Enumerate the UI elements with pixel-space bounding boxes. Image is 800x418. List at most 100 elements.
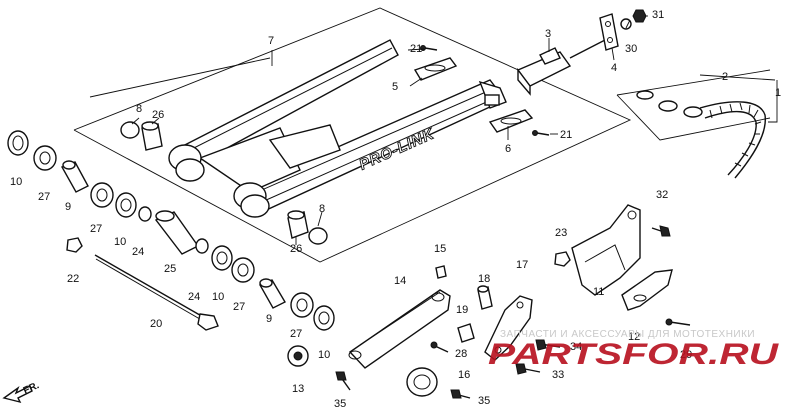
callout-c13: 13	[292, 383, 304, 395]
callout-c27a: 27	[38, 191, 50, 203]
bolt-34	[535, 339, 561, 351]
callout-c2: 2	[722, 71, 728, 83]
watermark-caption: ЗАПЧАСТИ И АКСЕССУАРЫ ДЛЯ МОТОТЕХНИКИ	[500, 329, 755, 340]
callout-c27b: 27	[90, 223, 102, 235]
callout-c20: 20	[150, 318, 162, 330]
callout-c9a: 9	[65, 201, 71, 213]
callout-c4: 4	[611, 62, 617, 74]
master-link	[636, 90, 703, 118]
leader-lines	[131, 15, 778, 245]
bushing-13	[287, 345, 309, 367]
watermark: ЗАПЧАСТИ И АКСЕССУАРЫ ДЛЯ МОТОТЕХНИКИ PA…	[488, 329, 780, 371]
callout-c3: 3	[545, 28, 551, 40]
callout-c10b: 10	[114, 236, 126, 248]
callout-c1: 1	[775, 87, 781, 99]
callout-c18: 18	[478, 273, 490, 285]
chain-guide	[571, 204, 641, 296]
watermark-logo: PARTSFOR.RU	[488, 338, 780, 371]
chain-roller	[406, 367, 438, 397]
oil-seal-10d	[313, 305, 335, 331]
callout-c19: 19	[456, 304, 468, 316]
callout-c10a: 10	[10, 176, 22, 188]
callout-c22: 22	[67, 273, 79, 285]
chain-slider	[348, 289, 451, 369]
callout-c24a: 24	[132, 246, 144, 258]
callout-c33: 33	[552, 369, 564, 381]
bolt-28	[430, 341, 449, 353]
callout-c24b: 24	[188, 291, 200, 303]
dust-seal-8b	[308, 227, 328, 245]
callout-c10d: 10	[318, 349, 330, 361]
callout-c11: 11	[593, 286, 604, 298]
front-direction-label: FR.	[22, 380, 41, 397]
collar-19	[457, 323, 475, 343]
nut-31	[632, 9, 647, 23]
nut-22	[66, 237, 83, 253]
chain-guide-block	[516, 39, 606, 96]
callout-c9b: 9	[266, 313, 272, 325]
callout-c27c: 27	[233, 301, 245, 313]
callout-c27d: 27	[290, 328, 302, 340]
nut-23	[554, 251, 571, 267]
washer-24b	[195, 238, 209, 254]
callout-labels: 1234567889910101010111213141516171819202…	[10, 9, 781, 410]
callout-c5: 5	[392, 81, 398, 93]
bolt-29	[665, 318, 691, 326]
callout-c23: 23	[555, 227, 567, 239]
callout-c14: 14	[394, 275, 406, 287]
callout-c28: 28	[455, 348, 467, 360]
callout-c30: 30	[625, 43, 637, 55]
callout-c21b: 21	[560, 129, 572, 141]
collar-9a	[60, 160, 89, 193]
callout-c17: 17	[516, 259, 528, 271]
bolt-35a	[335, 371, 351, 391]
oil-seal-10c	[211, 245, 233, 271]
chain-adjuster-right	[488, 109, 534, 133]
collar-9b	[259, 278, 286, 309]
bearing-27c	[231, 257, 255, 283]
callout-c12: 12	[628, 331, 640, 343]
callout-c7: 7	[268, 35, 274, 47]
bolt-33	[515, 363, 541, 375]
callout-c10c: 10	[212, 291, 224, 303]
dust-seal-8a	[120, 121, 140, 139]
callout-c21a: 21	[410, 43, 422, 55]
washer-24a	[138, 206, 152, 222]
callout-c32: 32	[656, 189, 668, 201]
callout-c29: 29	[680, 349, 692, 361]
chain-adjuster-left	[413, 57, 458, 81]
screw-21-lower	[532, 130, 550, 136]
screw-21-upper	[420, 45, 438, 51]
callout-c16: 16	[458, 369, 470, 381]
oil-seal-10a	[7, 130, 29, 156]
washer-30	[620, 18, 632, 30]
guide-slider-pad	[621, 269, 673, 311]
chain-bracket	[599, 13, 619, 51]
oil-seal-10b	[115, 192, 137, 218]
front-direction-arrow: FR.	[2, 380, 41, 404]
bearing-27b	[90, 182, 114, 208]
callout-c6: 6	[505, 143, 511, 155]
bolt-35b	[450, 389, 471, 399]
needle-bearing-26b	[287, 210, 309, 239]
needle-bearing-26a	[141, 121, 163, 151]
callout-c26b: 26	[290, 243, 302, 255]
bearing-27a	[33, 145, 57, 171]
swingarm-group-frame	[73, 7, 632, 263]
collar-18	[477, 285, 493, 310]
callout-c35a: 35	[334, 398, 346, 410]
drive-chain	[699, 101, 766, 179]
callout-c15: 15	[434, 243, 446, 255]
bearing-27d	[290, 292, 314, 318]
callout-c8b: 8	[319, 203, 325, 215]
clip-15	[435, 265, 447, 279]
callout-c34: 34	[570, 341, 582, 353]
pivot-collar-25	[154, 210, 200, 255]
swingarm: PRO-LINK	[168, 39, 507, 218]
callout-c35b: 35	[478, 395, 490, 407]
callout-c31: 31	[652, 9, 664, 21]
callout-c8a: 8	[136, 103, 142, 115]
pivot-bolt	[94, 254, 219, 331]
drive-chain-frame	[616, 69, 771, 141]
